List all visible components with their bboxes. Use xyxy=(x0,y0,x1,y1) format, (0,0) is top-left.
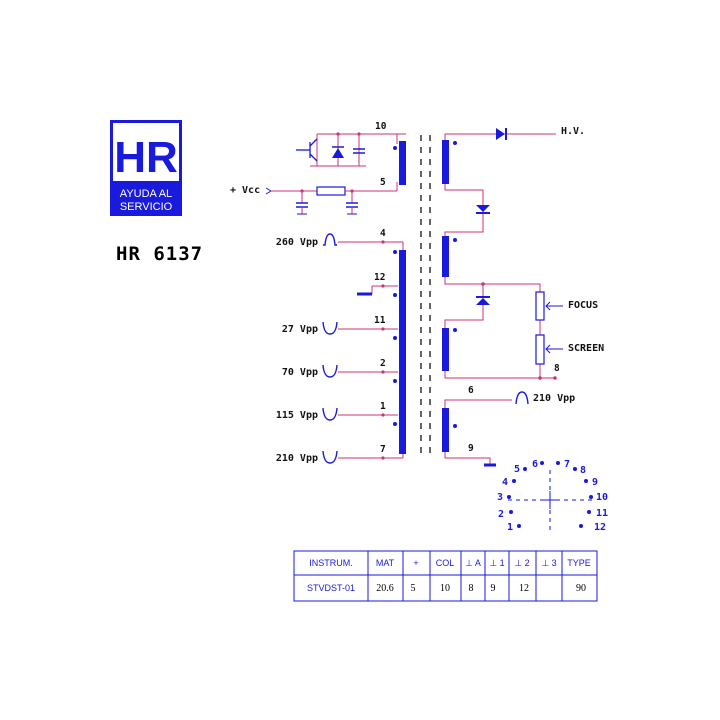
pinout-label: 5 xyxy=(514,464,520,475)
pinout-label: 6 xyxy=(532,459,538,470)
primary-winding-main xyxy=(393,250,406,454)
pin-label: 6 xyxy=(468,385,474,396)
pulse-waveform-icon xyxy=(515,391,529,405)
aux-winding xyxy=(442,408,457,452)
pulse-label: 260 Vpp xyxy=(276,237,318,248)
focus-potentiometer xyxy=(535,291,563,321)
hv-diode xyxy=(476,128,507,305)
pin-label: 9 xyxy=(468,443,474,454)
left-pin-leads xyxy=(338,133,406,459)
pin-label: 8 xyxy=(554,363,560,374)
damper-network xyxy=(310,133,398,167)
pulse-label: 27 Vpp xyxy=(282,324,318,335)
pinout-label: 2 xyxy=(498,509,504,520)
table-header: ⊥ 1 xyxy=(489,558,504,568)
hv-winding-2 xyxy=(442,236,457,277)
transistor-symbol xyxy=(296,138,318,162)
pinout-label: 12 xyxy=(594,522,606,533)
pinout-label: 8 xyxy=(580,465,586,476)
pulse-label: 210 Vpp xyxy=(533,393,575,404)
pinout-label: 11 xyxy=(596,508,608,519)
table-cell: 20.6 xyxy=(376,583,394,594)
vcc-input: + Vcc xyxy=(230,182,398,215)
series-resistor xyxy=(316,186,346,196)
pulse-waveform-icon xyxy=(322,233,338,464)
table-cell: 8 xyxy=(469,583,474,594)
vcc-label: + Vcc xyxy=(230,185,260,196)
pin-label: 4 xyxy=(380,228,386,239)
table-header: INSTRUM. xyxy=(309,558,353,568)
pulse-label: 70 Vpp xyxy=(282,367,318,378)
primary-winding-top xyxy=(393,141,406,185)
table-header: ⊥ 2 xyxy=(514,558,529,568)
table-header: ⊥ A xyxy=(465,558,481,568)
table-cell: 5 xyxy=(411,583,416,594)
pin-label: 12 xyxy=(374,272,385,283)
pulse-label: 115 Vpp xyxy=(276,410,318,421)
pulse-label: 210 Vpp xyxy=(276,453,318,464)
table-cell: 10 xyxy=(440,583,450,594)
table-header: ⊥ 3 xyxy=(541,558,556,568)
screen-label: SCREEN xyxy=(568,343,604,354)
hv-winding-1 xyxy=(442,140,457,184)
pin-label: 1 xyxy=(380,401,386,412)
pin-label: 7 xyxy=(380,444,386,455)
pinout-label: 7 xyxy=(564,459,570,470)
logo-line1: AYUDA AL xyxy=(120,188,172,200)
pin-label: 11 xyxy=(374,315,386,326)
transformer-core xyxy=(420,135,431,458)
table-header: + xyxy=(413,558,418,568)
pinout-label: 1 xyxy=(507,522,513,533)
table-cell: 9 xyxy=(491,583,496,594)
table-header: MAT xyxy=(376,558,395,568)
hr-logo: HR AYUDA AL SERVICIO xyxy=(110,120,182,216)
table-header: COL xyxy=(436,558,455,568)
focus-label: FOCUS xyxy=(568,300,598,311)
pin-label: 10 xyxy=(375,121,387,132)
model-number: HR 6137 xyxy=(116,243,203,265)
hv-winding-3 xyxy=(442,328,457,371)
pinout-diagram: 1 2 3 4 5 6 7 8 9 10 11 12 xyxy=(497,459,608,533)
damper-diode xyxy=(332,146,344,158)
table-cell: 90 xyxy=(576,583,586,594)
pin-label: 2 xyxy=(380,358,386,369)
screen-potentiometer xyxy=(535,334,563,365)
test-table: INSTRUM. MAT + COL ⊥ A ⊥ 1 ⊥ 2 ⊥ 3 TYPE … xyxy=(293,550,598,602)
logo-line2: SERVICIO xyxy=(120,201,173,213)
pinout-label: 3 xyxy=(497,492,503,503)
pinout-label: 10 xyxy=(596,492,608,503)
tuning-capacitor xyxy=(353,148,365,154)
table-cell: STVDST-01 xyxy=(307,583,355,593)
table-header: TYPE xyxy=(567,558,591,568)
pin-label: 5 xyxy=(380,177,386,188)
pinout-label: 9 xyxy=(592,477,598,488)
logo-initials: HR xyxy=(114,133,178,182)
table-cell: 12 xyxy=(519,583,529,594)
hv-label: H.V. xyxy=(561,126,585,137)
pinout-label: 4 xyxy=(502,477,508,488)
